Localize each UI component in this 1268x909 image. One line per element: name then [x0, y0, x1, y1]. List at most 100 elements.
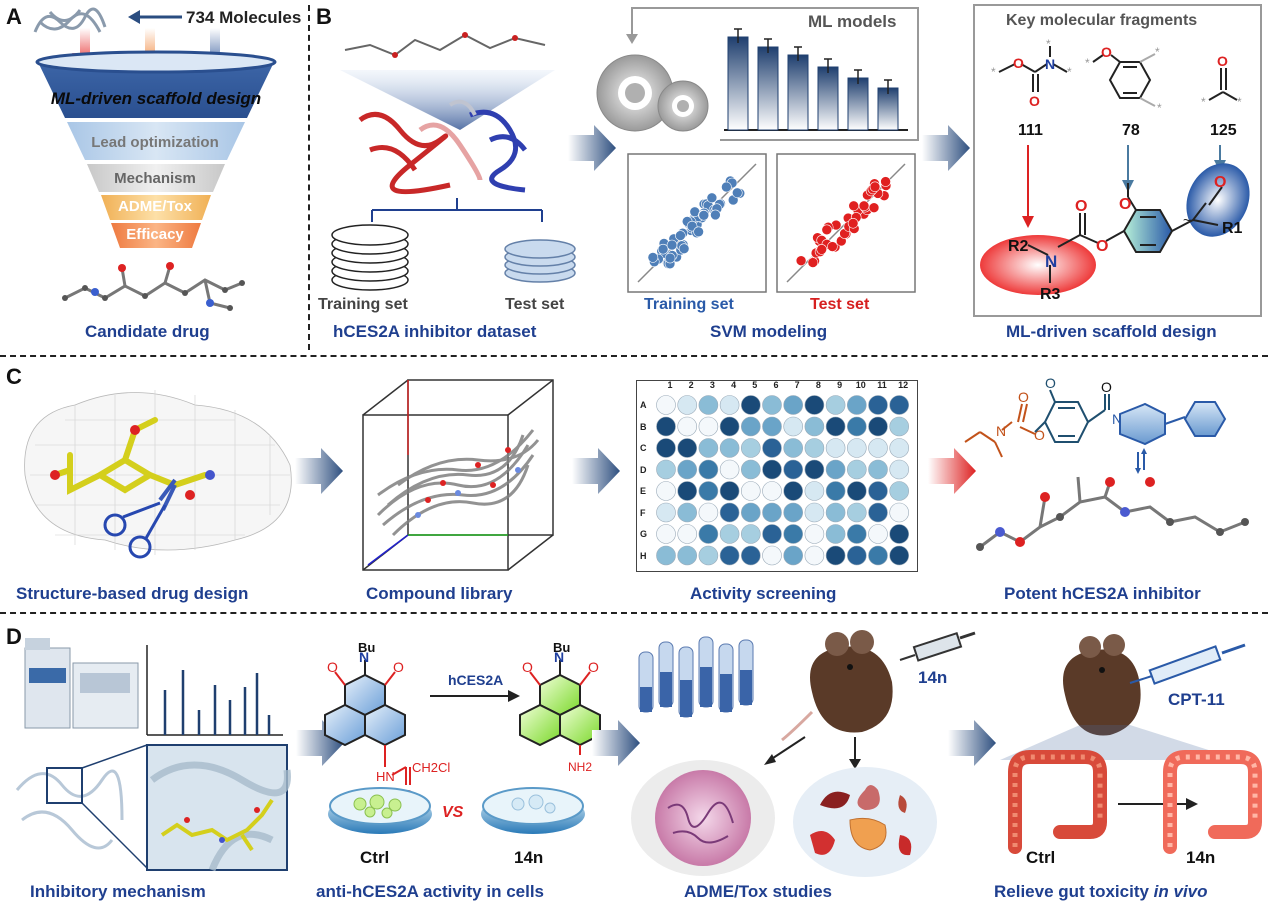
svg-text:O: O: [1096, 238, 1108, 255]
14n-label-cells: 14n: [514, 848, 544, 867]
panel-letter-b: B: [316, 4, 332, 29]
treated-petri-dish: [481, 787, 585, 834]
plate-well: [762, 416, 782, 437]
plate-well: [741, 524, 761, 544]
svm-point: [710, 209, 721, 221]
carbamate-fragment: O O N * * *: [991, 37, 1072, 109]
dataset-split-bracket: [371, 198, 543, 222]
mouse-image-adme: [781, 630, 893, 742]
gut-toxicity-caption-italic: in vivo: [1153, 882, 1208, 901]
ml-models-frame: [626, 7, 919, 141]
svm-point: [721, 181, 732, 193]
svm-training-scatter: [627, 153, 767, 293]
plate-well: [825, 416, 846, 437]
plate-row-label: B: [640, 421, 647, 432]
ml-model-bar: [847, 77, 869, 131]
drug-discovery-funnel: [35, 50, 277, 248]
plate-well: [677, 459, 698, 480]
treated-colon-image: [1163, 750, 1262, 854]
plate-well: [847, 416, 867, 437]
plate-well: [783, 524, 803, 544]
scaffold-r3-label: R3: [1040, 286, 1061, 303]
dataset-caption: hCES2A inhibitor dataset: [333, 322, 537, 341]
plate-well: [783, 481, 803, 501]
funnel-level-adme-tox: ADME/Tox: [118, 198, 192, 215]
chromatogram-peaks: [146, 645, 283, 736]
ml-model-bar-chart: [724, 28, 908, 131]
svm-point: [869, 181, 881, 193]
plate-well: [762, 545, 782, 566]
plate-well: [804, 545, 825, 566]
plate-well: [847, 524, 867, 544]
plate-column-label: 10: [855, 380, 866, 390]
molecules-count-label: 734 Molecules: [186, 8, 302, 27]
plate-row-label: A: [640, 400, 647, 410]
hplc-instrument-image: [24, 638, 139, 729]
svm-point: [847, 218, 859, 229]
candidate-drug-caption: Candidate drug: [85, 322, 210, 341]
plate-well: [804, 459, 825, 480]
ml-model-error-bar: [824, 58, 832, 73]
svg-text:*: *: [1237, 95, 1242, 109]
carbonyl-fragment: O * *: [1201, 53, 1242, 109]
plate-well: [847, 438, 867, 458]
plate-row-label: H: [640, 550, 647, 561]
svm-point: [657, 243, 669, 255]
svg-text:O: O: [1075, 198, 1087, 215]
plate-well: [868, 545, 888, 566]
svg-text:O: O: [1101, 44, 1112, 60]
plate-well: [804, 438, 825, 458]
phenoxy-fragment: O * * *: [1085, 44, 1162, 115]
arrow-ml-to-fragments: [922, 125, 970, 171]
ml-model-bar: [727, 36, 749, 131]
plate-well: [804, 481, 825, 501]
plate-well: [656, 395, 676, 415]
vs-label: VS: [442, 804, 464, 821]
svm-point: [848, 200, 859, 212]
svm-training-label: Training set: [644, 296, 734, 313]
plate-well: [825, 395, 846, 415]
ml-model-bar: [817, 66, 839, 131]
svg-text:O: O: [522, 659, 533, 675]
gut-toxicity-caption-text: Relieve gut toxicity: [994, 882, 1154, 901]
molecules-arrow-icon: [128, 10, 182, 24]
plate-well: [719, 395, 740, 415]
ml-model-bar: [757, 46, 779, 131]
svg-text:*: *: [991, 65, 996, 79]
plate-row-label: G: [640, 529, 648, 539]
svg-text:N: N: [554, 649, 564, 665]
ml-model-error-bar: [734, 28, 742, 43]
plate-column-label: 7: [794, 380, 800, 390]
svg-text:O: O: [1034, 427, 1045, 443]
funnel-level-scaffold-design: ML-driven scaffold design: [50, 89, 262, 108]
plate-well: [741, 438, 761, 458]
svg-text:~: ~: [1183, 212, 1191, 228]
plate-well: [847, 395, 867, 415]
svg-text:*: *: [1157, 101, 1162, 115]
potent-inhibitor-structure: N O O O O N: [964, 375, 1249, 551]
svm-point: [827, 241, 838, 252]
test-set-stack-icon: [504, 239, 576, 283]
plate-well: [783, 416, 803, 437]
plate-well: [698, 459, 719, 480]
fluorescent-product-structure: N O O: [519, 649, 601, 755]
svg-text:*: *: [1046, 37, 1051, 51]
test-set-label: Test set: [505, 296, 565, 313]
plate-column-label: 8: [815, 380, 821, 390]
svg-text:N: N: [359, 649, 369, 665]
plate-well: [889, 524, 909, 544]
svm-point: [666, 239, 678, 251]
14n-label-vivo: 14n: [1186, 848, 1216, 867]
svg-text:*: *: [1067, 65, 1072, 79]
plate-column-label: 9: [837, 380, 843, 390]
plate-well: [783, 545, 803, 566]
plate-well: [889, 395, 909, 415]
plate-well: [889, 481, 909, 501]
structure-based-design-caption: Structure-based drug design: [16, 584, 249, 603]
cpt11-syringe-icon: [1129, 643, 1246, 685]
plate-well: [889, 502, 909, 523]
scaffold-r2-label: R2: [1008, 238, 1029, 255]
ctrl-petri-dish: [328, 787, 432, 834]
arrow-d2: [592, 720, 640, 766]
bu-label-product: Bu: [553, 640, 571, 655]
